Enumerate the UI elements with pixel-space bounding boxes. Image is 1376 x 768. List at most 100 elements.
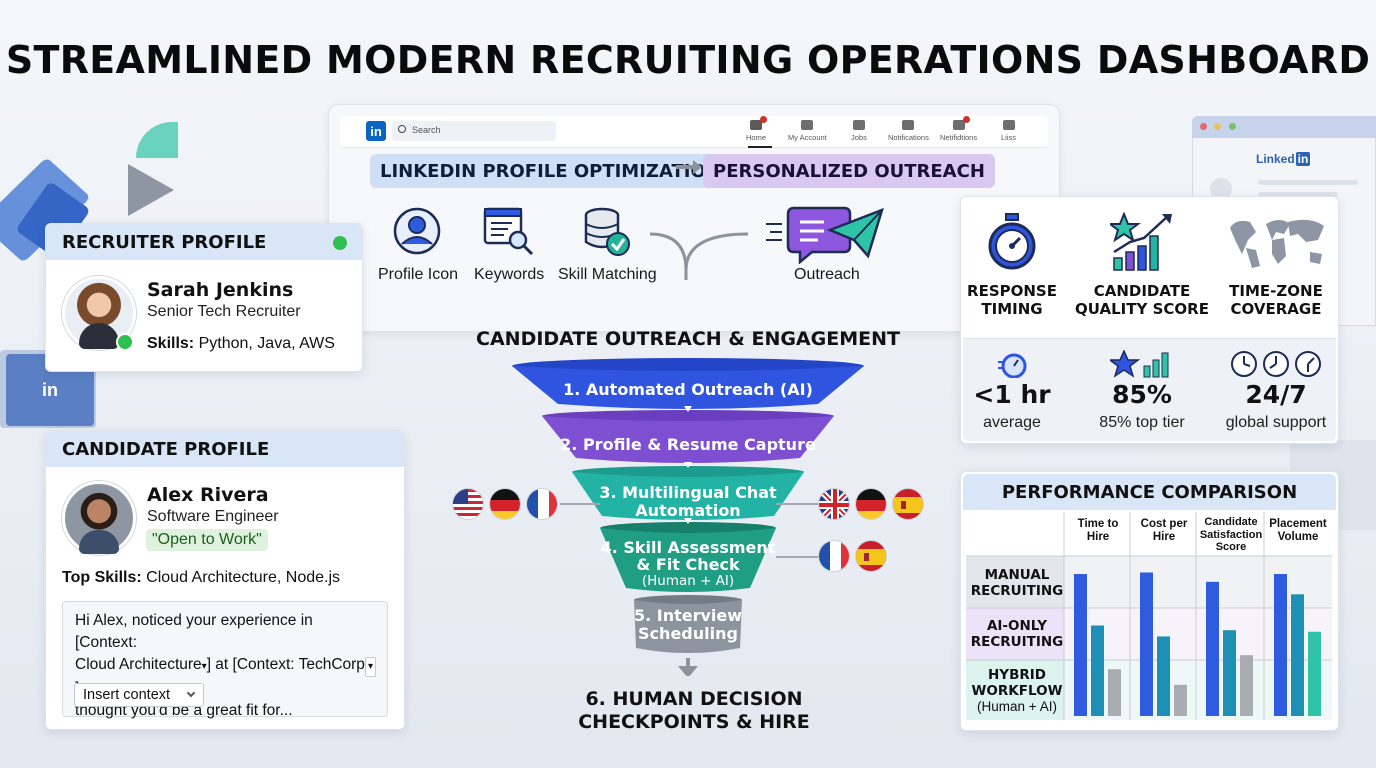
- es-flag-icon: [855, 540, 887, 572]
- funnel-stage-3-label: 3. Multilingual Chat Automation: [599, 483, 777, 520]
- us-flag-icon: [452, 488, 484, 520]
- fr-flag-icon: [526, 488, 558, 520]
- merge-arrow-icon: [650, 232, 748, 280]
- profile-icon: [393, 207, 441, 255]
- performance-bar: [1074, 574, 1087, 716]
- chevron-down-icon[interactable]: ▾: [201, 661, 207, 672]
- performance-comparison-title: PERFORMANCE COMPARISON: [963, 474, 1336, 510]
- keywords-search-icon: [483, 207, 534, 256]
- briefcase-icon: [852, 120, 865, 130]
- feature-label: Profile Icon: [378, 266, 459, 283]
- performance-bar: [1308, 631, 1321, 716]
- background-line: [1258, 180, 1358, 185]
- metric-value: <1 hr: [973, 380, 1051, 409]
- world-map-icon: [1230, 219, 1324, 268]
- database-check-icon: [584, 207, 630, 256]
- nav-item-jobs[interactable]: Jobs: [851, 120, 867, 142]
- funnel-stage-5: [634, 600, 742, 653]
- performance-bar: [1174, 684, 1187, 716]
- metric-value: 85%: [1112, 380, 1172, 409]
- nav-item-notifications[interactable]: Notifications: [888, 120, 929, 142]
- candidate-role: Software Engineer: [147, 508, 279, 525]
- clocks-icon: [1231, 351, 1321, 377]
- open-to-work-badge: "Open to Work": [146, 529, 268, 551]
- search-icon: [398, 125, 406, 133]
- performance-bar: [1157, 636, 1170, 716]
- stopwatch-icon: [998, 353, 1027, 378]
- de-flag-icon: [855, 488, 887, 520]
- context-chip-dropdown[interactable]: ▾: [364, 657, 376, 677]
- performance-bar: [1291, 594, 1304, 716]
- feature-label: Keywords: [474, 266, 545, 283]
- nav-item-netifidtions[interactable]: Netifidtions: [940, 116, 977, 142]
- es-flag-icon: [892, 488, 924, 520]
- funnel-stage-2: [542, 416, 834, 463]
- performance-bar: [1108, 669, 1121, 716]
- performance-bar: [1240, 655, 1253, 716]
- connector-line: [776, 556, 818, 558]
- briefcase-icon: [1002, 120, 1015, 130]
- funnel-title: CANDIDATE OUTREACH & ENGAGEMENT: [476, 328, 900, 350]
- decorative-shape: [136, 122, 178, 158]
- recruiter-card-heading: RECRUITER PROFILE: [46, 224, 362, 260]
- nav-item-home[interactable]: Home: [746, 116, 767, 142]
- final-step-label: 6. HUMAN DECISION CHECKPOINTS & HIRE: [578, 688, 810, 733]
- star-bar-chart-icon: [1110, 212, 1172, 271]
- funnel-stage-4-label: 4. Skill Assessment & Fit Check (Human +…: [600, 538, 776, 589]
- candidate-skills: Top Skills: Cloud Architecture, Node.js: [62, 569, 341, 586]
- online-status-icon: [333, 236, 347, 250]
- background-avatar: [1210, 178, 1232, 200]
- personalized-outreach-pill: PERSONALIZED OUTREACH: [703, 154, 995, 188]
- performance-bar: [1140, 572, 1153, 716]
- performance-bar: [1223, 630, 1236, 716]
- de-flag-icon: [489, 488, 521, 520]
- chevron-down-icon: [186, 688, 196, 698]
- metric-sub-label: global support: [1225, 414, 1327, 431]
- avatar: [62, 481, 136, 555]
- linkedin-search-input[interactable]: Search: [392, 121, 556, 141]
- nav-active-indicator: [748, 146, 772, 148]
- feature-label: Skill Matching: [558, 266, 657, 283]
- outreach-funnel: [512, 358, 864, 676]
- nav-item-liiss[interactable]: Liiss: [1001, 120, 1016, 142]
- fr-flag-icon: [818, 540, 850, 572]
- home-icon: [750, 116, 767, 130]
- metric-sub-label: average: [983, 414, 1041, 431]
- candidate-name: Alex Rivera: [147, 484, 269, 506]
- page-title: STREAMLINED MODERN RECRUITING OPERATIONS…: [5, 38, 1371, 82]
- connector-line: [560, 503, 600, 505]
- performance-bar: [1091, 625, 1104, 716]
- linkedin-logo-icon[interactable]: in: [366, 121, 386, 141]
- avatar: [62, 276, 136, 350]
- uk-flag-icon: [818, 488, 850, 520]
- recruiter-skills: Skills: Python, Java, AWS: [147, 335, 335, 352]
- feature-label: Outreach: [794, 266, 860, 283]
- background-window-bar: [1192, 116, 1376, 138]
- stopwatch-icon: [988, 213, 1036, 270]
- bell-icon: [952, 116, 970, 130]
- recruiter-name: Sarah Jenkins: [147, 279, 294, 301]
- nav-item-my-account[interactable]: My Account: [788, 120, 827, 142]
- background-line: [1258, 192, 1338, 197]
- candidate-card-heading: CANDIDATE PROFILE: [46, 431, 404, 467]
- decorative-shape: [128, 164, 174, 216]
- star-bar-chart-icon: [1110, 350, 1169, 378]
- connector-line: [776, 503, 818, 505]
- message-send-icon: [766, 206, 884, 264]
- recruiter-role: Senior Tech Recruiter: [147, 303, 301, 320]
- metric-value: 24/7: [1245, 380, 1307, 409]
- online-status-icon: [116, 333, 134, 351]
- funnel-stage-1: [512, 366, 864, 409]
- arrow-right-icon: [676, 160, 702, 174]
- insert-context-dropdown[interactable]: Insert context: [74, 683, 204, 707]
- chat-icon: [902, 120, 915, 130]
